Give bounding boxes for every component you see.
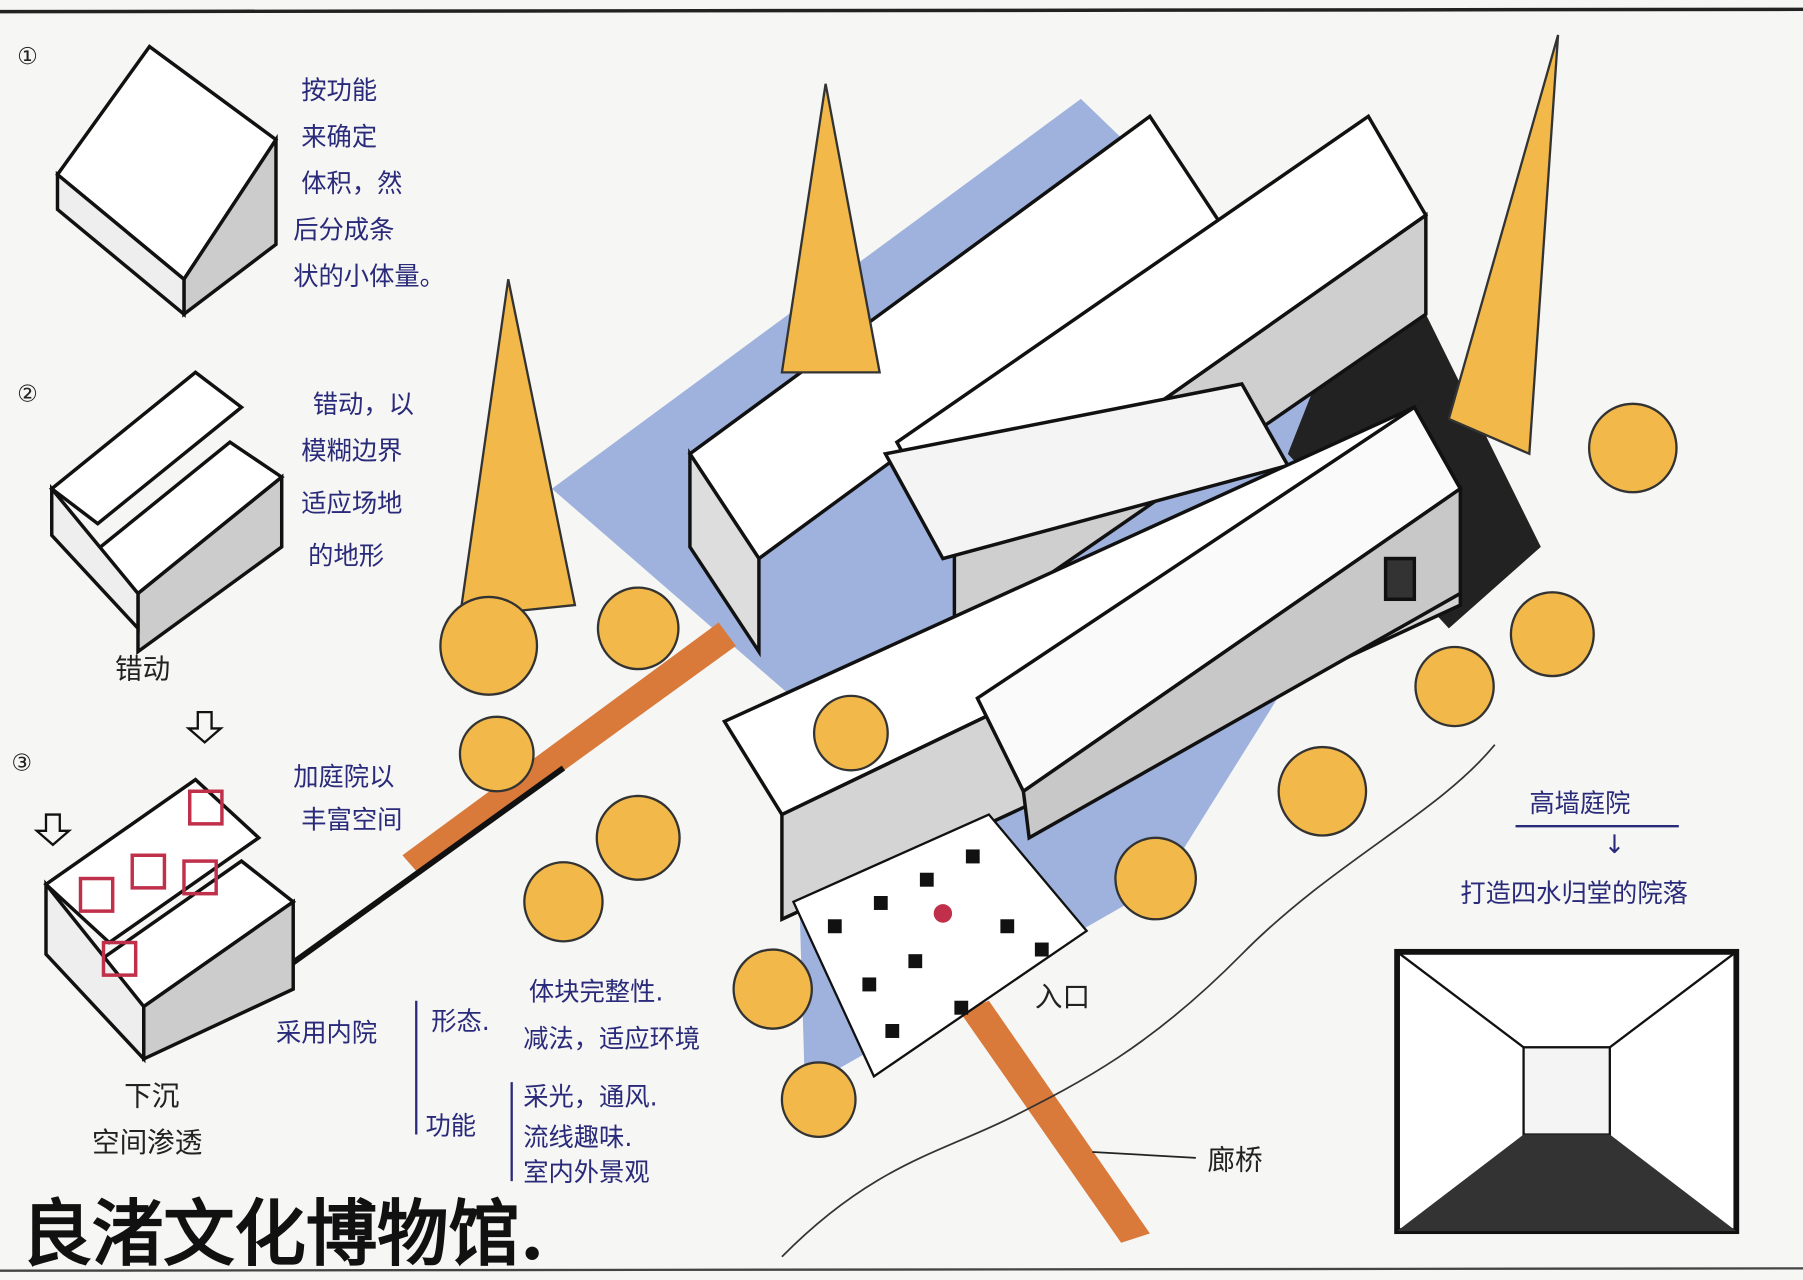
sheet-title: 良渚文化博物馆. bbox=[21, 1192, 545, 1276]
step2-diagram bbox=[48, 370, 285, 656]
step3-caption: 下沉 bbox=[124, 1079, 179, 1112]
step3-number: ③ bbox=[11, 750, 32, 776]
paper-bottom-edge bbox=[0, 1267, 1803, 1272]
function-item: 采光，通风. bbox=[523, 1081, 657, 1111]
arrow-down-icon bbox=[33, 710, 224, 847]
bridge-label: 廊桥 bbox=[1207, 1143, 1262, 1176]
cone-trees bbox=[458, 34, 1560, 619]
step2-note: 模糊边界 bbox=[301, 435, 402, 465]
site-edge-line bbox=[262, 765, 566, 986]
step1-note: 按功能 bbox=[301, 75, 377, 105]
step1-number: ① bbox=[17, 44, 38, 70]
form-item: 减法，适应环境 bbox=[523, 1023, 700, 1053]
arrow-down-icon: ↓ bbox=[1604, 829, 1625, 859]
high-wall-heading: 高墙庭院 bbox=[1529, 788, 1630, 818]
museum-volumes bbox=[687, 113, 1463, 922]
inner-court-root: 采用内院 bbox=[276, 1017, 377, 1047]
cone-tree bbox=[1447, 34, 1560, 456]
site-contour bbox=[781, 744, 1496, 1258]
form-item: 体块完整性. bbox=[529, 977, 663, 1007]
step2-number: ② bbox=[17, 381, 38, 407]
step3-diagram bbox=[43, 777, 297, 1064]
leader-line bbox=[1092, 1151, 1196, 1159]
courtyard-note: 丰富空间 bbox=[301, 804, 402, 834]
cone-tree bbox=[780, 83, 882, 374]
bridge-left bbox=[402, 622, 736, 876]
high-wall-text: 打造四水归堂的院落 bbox=[1460, 878, 1688, 908]
step3-caption: 空间渗透 bbox=[92, 1126, 202, 1159]
courtyard-note: 加庭院以 bbox=[293, 761, 394, 791]
bridge-bottom bbox=[960, 1000, 1150, 1243]
interior-perspective bbox=[1394, 948, 1740, 1235]
step1-note: 状的小体量。 bbox=[293, 261, 445, 291]
step2-note: 错动，以 bbox=[313, 389, 414, 419]
paper-top-edge bbox=[0, 7, 1803, 14]
checker-plaza bbox=[791, 813, 1089, 1079]
step1-note: 体积，然 bbox=[301, 168, 402, 198]
round-trees bbox=[439, 402, 1678, 1139]
function-item: 室内外景观 bbox=[523, 1157, 649, 1187]
function-item: 流线趣味. bbox=[523, 1122, 632, 1152]
step2-note: 适应场地 bbox=[301, 488, 402, 518]
step2-caption: 错动 bbox=[115, 652, 170, 685]
step2-note: 的地形 bbox=[308, 540, 384, 570]
form-label: 形态. bbox=[431, 1006, 490, 1036]
function-label: 功能 bbox=[425, 1110, 476, 1140]
cone-tree bbox=[458, 279, 577, 619]
step1-diagram bbox=[55, 44, 279, 318]
entrance-label: 入口 bbox=[1035, 980, 1090, 1013]
step1-note: 来确定 bbox=[301, 121, 377, 151]
step1-note: 后分成条 bbox=[293, 214, 394, 244]
